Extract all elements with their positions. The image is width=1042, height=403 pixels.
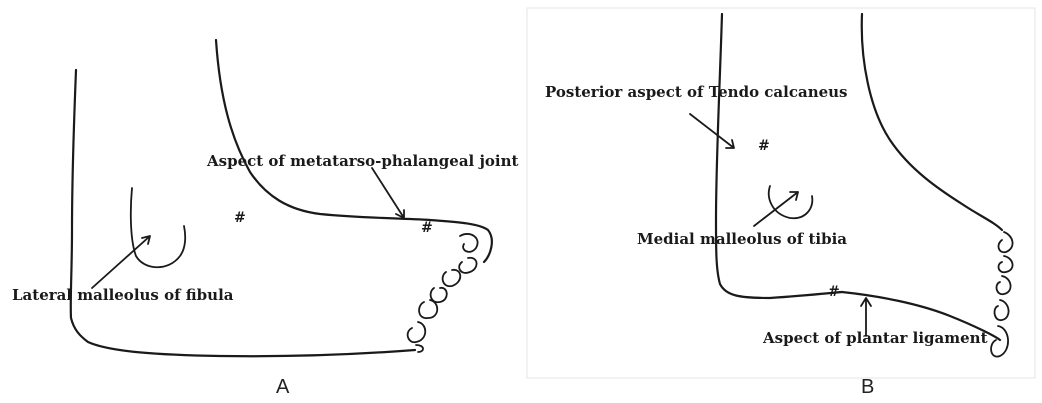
panel-b: # # Posterior aspect of Tendo calcaneus …	[527, 8, 1035, 398]
hash-marker: #	[421, 220, 433, 236]
metatarso-arrow	[372, 168, 404, 218]
anterior-leg-outline	[862, 14, 1002, 230]
medial-malleolus-arrow	[754, 192, 798, 226]
label-metatarso-phalangeal-joint: Aspect of metatarso-phalangeal joint	[206, 152, 519, 170]
label-medial-malleolus: Medial malleolus of tibia	[637, 230, 847, 248]
label-tendo-calcaneus: Posterior aspect of Tendo calcaneus	[545, 83, 848, 101]
lateral-malleolus-outline	[131, 188, 185, 267]
panel-b-letter: B	[861, 376, 874, 398]
panel-a: # # Aspect of metatarso-phalangeal joint…	[12, 40, 519, 398]
dorsum-outline	[216, 40, 492, 262]
label-plantar-ligament: Aspect of plantar ligament	[762, 329, 988, 347]
posterior-leg-outline	[716, 14, 842, 298]
label-lateral-malleolus: Lateral malleolus of fibula	[12, 286, 234, 304]
panel-a-letter: A	[276, 376, 290, 398]
hash-marker: #	[758, 138, 770, 154]
medial-malleolus-outline	[769, 186, 812, 218]
toes-outline	[408, 234, 478, 352]
hash-marker: #	[828, 284, 840, 300]
toes-outline	[991, 232, 1013, 357]
hash-marker: #	[234, 210, 246, 226]
panel-b-frame	[527, 8, 1035, 378]
tendo-arrow	[690, 114, 734, 148]
